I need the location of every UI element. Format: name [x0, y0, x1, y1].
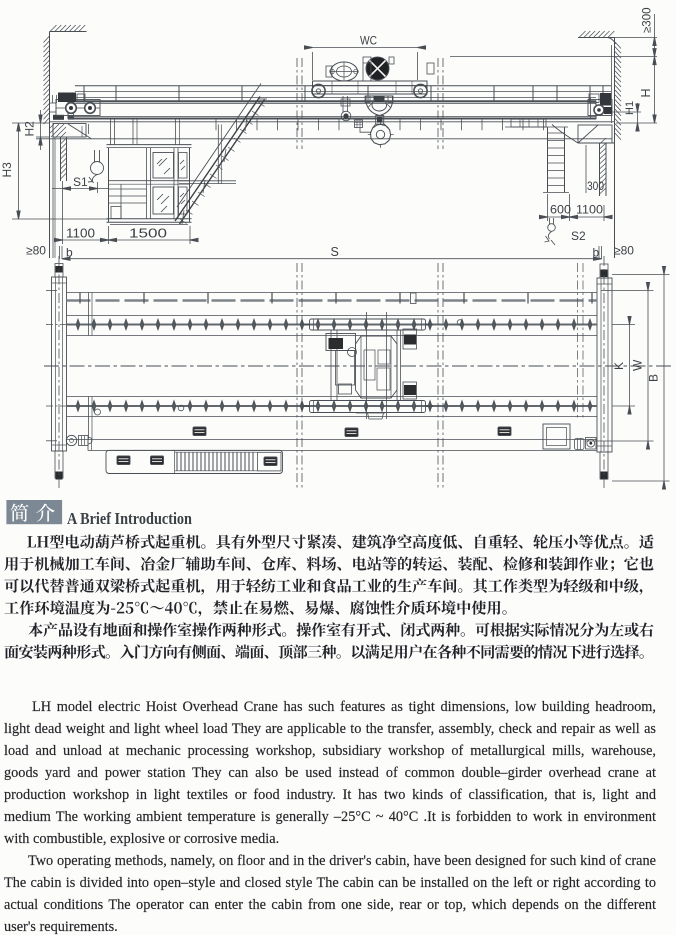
svg-text:S: S [331, 245, 339, 259]
svg-text:600: 600 [550, 203, 571, 217]
svg-text:K: K [612, 362, 626, 370]
svg-text:1100: 1100 [576, 203, 603, 217]
svg-text:WC: WC [360, 36, 377, 48]
svg-text:H2: H2 [23, 121, 37, 137]
svg-text:B: B [647, 374, 661, 382]
svg-text:H: H [639, 88, 653, 97]
svg-text:S2: S2 [571, 229, 586, 243]
svg-text:≥300: ≥300 [642, 8, 654, 34]
svg-text:≥80: ≥80 [614, 244, 634, 258]
svg-text:S1: S1 [73, 175, 88, 189]
svg-text:W: W [631, 359, 645, 371]
svg-text:1500: 1500 [129, 227, 167, 241]
svg-text:1100: 1100 [66, 227, 95, 241]
svg-text:A Brief Introduction: A Brief Introduction [67, 509, 192, 528]
svg-text:300: 300 [587, 179, 604, 193]
svg-text:b: b [593, 246, 600, 260]
svg-text:H3: H3 [0, 162, 14, 178]
svg-text:≥80: ≥80 [26, 244, 46, 258]
svg-text:b: b [66, 246, 73, 260]
svg-text:H1: H1 [624, 101, 636, 115]
